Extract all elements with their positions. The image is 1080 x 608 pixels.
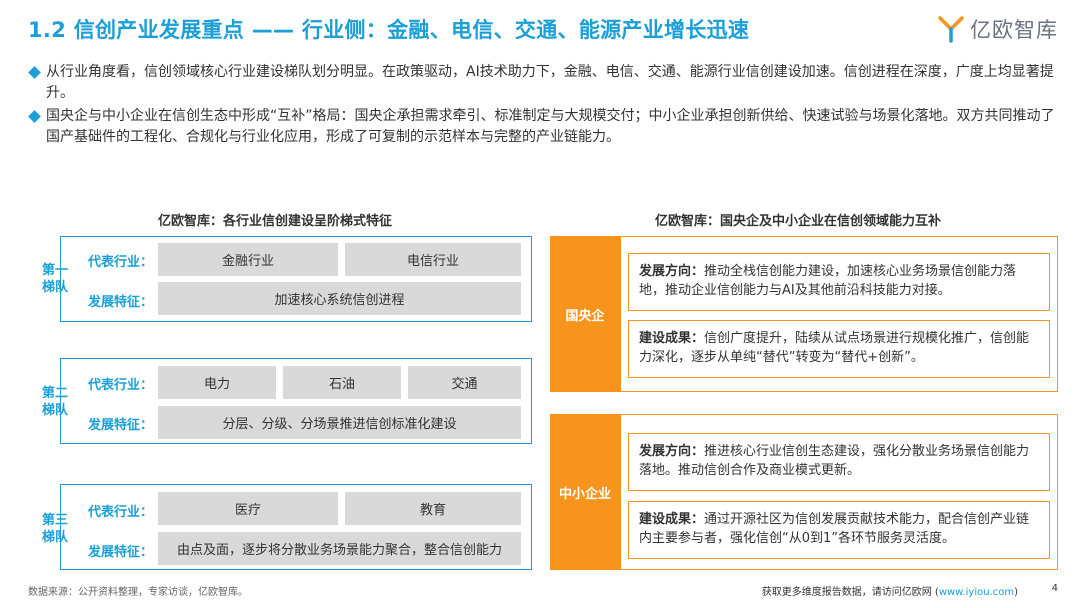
card-heading: 建设成果： (639, 512, 705, 527)
card-heading: 发展方向： (639, 264, 705, 279)
tier-2-feature-cell: 分层、分级、分场景推进信创标准化建设 (158, 406, 521, 439)
tier-3-industry-label: 代表行业： (88, 505, 154, 520)
more-info-note: 获取更多维度报告数据，请访问亿欧网 (www.iyiou.com) (762, 583, 1018, 598)
tier-1-label: 第一梯队 (41, 263, 68, 295)
sme-result-card: 建设成果：通过开源社区为信创发展贡献技术能力，配合信创产业链内主要参与者，强化信… (628, 501, 1050, 559)
bullet-text: 国央企与中小企业在信创生态中形成“互补”格局：国央企承担需求牵引、标准制定与大规… (46, 108, 1055, 145)
card-text: 推进核心行业信创生态建设，强化分散业务场景信创能力落地。推动信创合作及商业模式更… (639, 444, 1030, 478)
card-heading: 发展方向： (639, 444, 705, 459)
bullet-item: 国央企与中小企业在信创生态中形成“互补”格局：国央企承担需求牵引、标准制定与大规… (28, 106, 1058, 148)
card-heading: 建设成果： (639, 331, 705, 346)
right-panel-title: 亿欧智库：国央企及中小企业在信创领域能力互补 (655, 214, 942, 229)
tier-2-feature-label: 发展特征： (88, 418, 154, 433)
page-title: 1.2 信创产业发展重点 —— 行业侧：金融、电信、交通、能源产业增长迅速 (28, 18, 750, 42)
yiou-logo-icon (938, 16, 964, 43)
bullet-item: 从行业角度看，信创领域核心行业建设梯队划分明显。在政策驱动，AI技术助力下，金融… (28, 62, 1058, 104)
diamond-bullet-icon (28, 66, 41, 79)
tier-3-industry-cell: 医疗 (158, 492, 338, 525)
diamond-bullet-icon (28, 110, 41, 123)
intro-bullets: 从行业角度看，信创领域核心行业建设梯队划分明显。在政策驱动，AI技术助力下，金融… (28, 62, 1058, 150)
bullet-text: 从行业角度看，信创领域核心行业建设梯队划分明显。在政策驱动，AI技术助力下，金融… (46, 64, 1054, 101)
tier-3-label: 第三梯队 (41, 513, 68, 545)
tier-1-feature-label: 发展特征： (88, 295, 154, 310)
tier-1-industry-cell: 电信行业 (345, 243, 521, 276)
tier-3-feature-label: 发展特征： (88, 545, 154, 560)
card-text: 信创广度提升，陆续从试点场景进行规模化推广，信创能力深化，逐步从单纯“替代”转变… (639, 331, 1030, 365)
soe-result-card: 建设成果：信创广度提升，陆续从试点场景进行规模化推广，信创能力深化，逐步从单纯“… (628, 320, 1050, 378)
more-info-text: 获取更多维度报告数据，请访问亿欧网 ( (761, 587, 939, 598)
card-text: 通过开源社区为信创发展贡献技术能力，配合信创产业链内主要参与者，强化信创“从0到… (639, 512, 1030, 546)
tier-3-feature-cell: 由点及面，逐步将分散业务场景能力聚合，整合信创能力 (158, 532, 521, 565)
tier-1-industry-cell: 金融行业 (158, 243, 338, 276)
tier-2-industry-cell: 交通 (408, 366, 521, 399)
group-label-soe: 国央企 (550, 236, 620, 392)
source-note: 数据来源：公开资料整理，专家访谈，亿欧智库。 (28, 587, 248, 598)
card-text: 推动全栈信创能力建设，加速核心业务场景信创能力落地，推动企业信创能力与AI及其他… (639, 264, 1017, 298)
group-label-sme: 中小企业 (550, 414, 620, 570)
tier-3-industry-cell: 教育 (345, 492, 521, 525)
tier-1-industry-label: 代表行业： (88, 255, 154, 270)
tier-2-industry-cell: 石油 (283, 366, 401, 399)
tier-2-industry-cell: 电力 (158, 366, 276, 399)
tier-2-industry-label: 代表行业： (88, 378, 154, 393)
page-number: 4 (1051, 583, 1058, 594)
left-panel-title: 亿欧智库：各行业信创建设呈阶梯式特征 (158, 214, 393, 229)
logo-text: 亿欧智库 (970, 18, 1058, 42)
website-link[interactable]: www.iyiou.com (938, 587, 1015, 598)
tier-1-feature-cell: 加速核心系统信创进程 (158, 282, 521, 315)
tier-2-label: 第二梯队 (41, 386, 68, 418)
soe-direction-card: 发展方向：推动全栈信创能力建设，加速核心业务场景信创能力落地，推动企业信创能力与… (628, 253, 1050, 311)
brand-logo: 亿欧智库 (938, 14, 1058, 44)
more-info-close: ) (1014, 587, 1018, 598)
sme-direction-card: 发展方向：推进核心行业信创生态建设，强化分散业务场景信创能力落地。推动信创合作及… (628, 433, 1050, 491)
